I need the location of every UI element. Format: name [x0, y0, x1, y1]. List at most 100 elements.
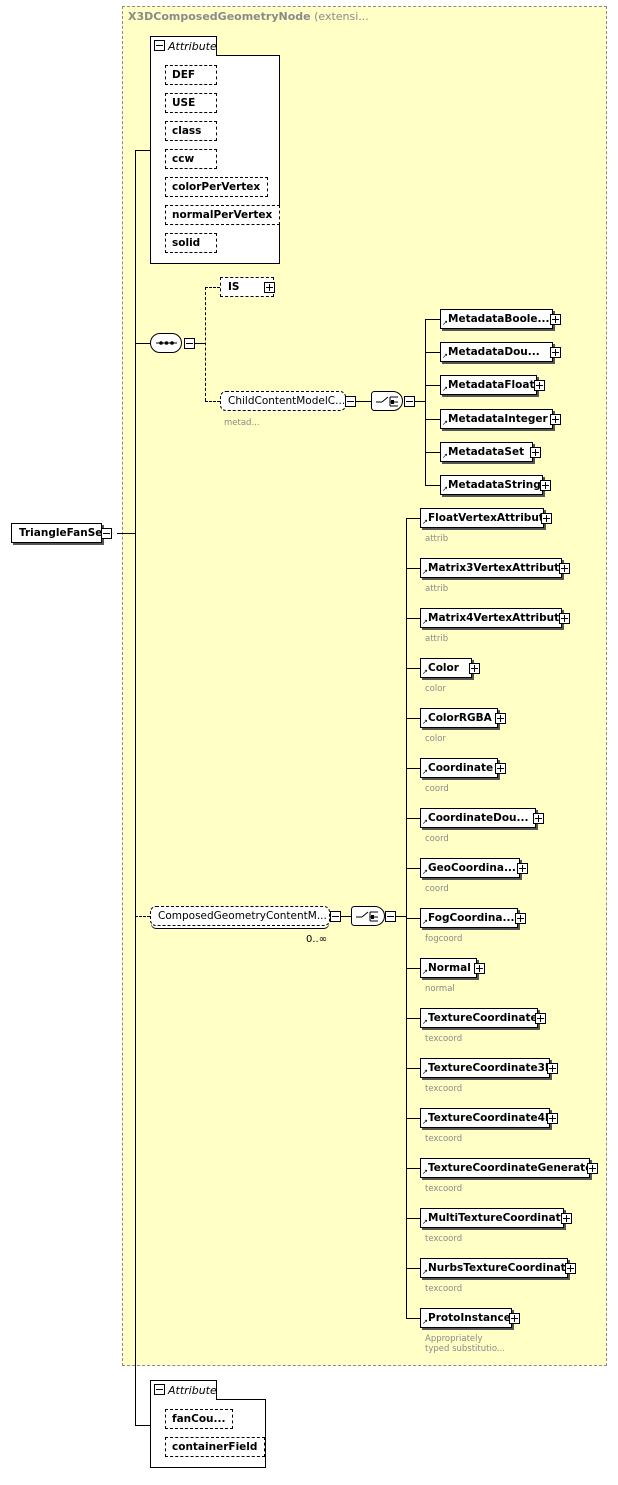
- collapse-icon[interactable]: [184, 338, 195, 349]
- attribute-item[interactable]: USE: [165, 93, 217, 113]
- composed-element[interactable]: TextureCoordinate4D↗: [420, 1108, 554, 1128]
- expand-icon[interactable]: [495, 763, 506, 774]
- metadata-connector: [425, 451, 440, 453]
- expand-icon[interactable]: [469, 663, 480, 674]
- composed-label: TextureCoordinate: [428, 1012, 538, 1024]
- expand-icon[interactable]: [541, 513, 552, 524]
- metadata-element[interactable]: MetadataDou...↗: [440, 342, 553, 363]
- composed-note: attrib: [425, 534, 449, 544]
- composed-element[interactable]: MultiTextureCoordinate↗: [420, 1208, 568, 1228]
- metadata-element[interactable]: MetadataBoole...↗: [440, 309, 553, 329]
- composed-connector: [406, 768, 420, 769]
- composed-note: texcoord: [425, 1234, 463, 1244]
- collapse-icon[interactable]: [330, 911, 341, 922]
- composed-element[interactable]: Coordinate↗: [420, 758, 498, 778]
- composed-element[interactable]: Matrix3VertexAttribute↗: [420, 558, 566, 578]
- choice1-out: [415, 401, 425, 402]
- expand-icon[interactable]: [509, 1313, 520, 1324]
- reference-arrow-icon: ↗: [422, 818, 428, 826]
- composed-element[interactable]: TextureCoordinate3D↗: [420, 1058, 554, 1078]
- composed-note: texcoord: [425, 1134, 463, 1144]
- expand-icon[interactable]: [547, 1063, 558, 1074]
- composed-element[interactable]: CoordinateDou...↗: [420, 808, 536, 828]
- attribute-item[interactable]: solid: [165, 233, 217, 253]
- collapse-icon[interactable]: [101, 528, 112, 539]
- expand-icon[interactable]: [474, 963, 485, 974]
- collapse-icon[interactable]: [154, 40, 165, 51]
- expand-icon[interactable]: [587, 1163, 598, 1174]
- attribute-item[interactable]: ccw: [165, 149, 217, 169]
- metadata-spine: [425, 319, 426, 485]
- attribute-tab-bottom[interactable]: Attribute: [150, 1380, 217, 1400]
- composed-element[interactable]: ColorRGBA↗: [420, 708, 498, 728]
- expand-icon[interactable]: [534, 380, 545, 392]
- composed-label: Matrix4VertexAttribute: [428, 612, 567, 624]
- metadata-connector: [425, 385, 440, 387]
- composed-label: Color: [428, 662, 459, 674]
- attribute-item[interactable]: class: [165, 121, 217, 141]
- sequence-compositor[interactable]: [150, 333, 182, 353]
- composed-element[interactable]: NurbsTextureCoordinate↗: [420, 1258, 573, 1278]
- composed-element[interactable]: TextureCoordinateGenerator↗: [420, 1158, 598, 1178]
- expand-icon[interactable]: [533, 813, 544, 824]
- composed-connector: [406, 868, 420, 869]
- expand-icon[interactable]: [540, 480, 551, 491]
- metadata-element[interactable]: MetadataSet↗: [440, 441, 533, 462]
- reference-arrow-icon: ↗: [442, 418, 448, 427]
- metadata-element[interactable]: MetadataFloat↗: [440, 375, 537, 396]
- composed-note: color: [425, 684, 446, 694]
- expand-icon[interactable]: [550, 314, 561, 325]
- expand-icon[interactable]: [535, 1013, 546, 1024]
- collapse-icon[interactable]: [404, 396, 415, 407]
- composed-connector: [406, 1318, 420, 1319]
- composed-element[interactable]: Normal↗: [420, 958, 477, 978]
- expand-icon[interactable]: [565, 1263, 576, 1274]
- to-child-group: [205, 401, 220, 402]
- metadata-element[interactable]: MetadataInteger↗: [440, 408, 553, 429]
- composed-content-group[interactable]: ComposedGeometryContentM...: [150, 906, 330, 926]
- composed-element[interactable]: TextureCoordinate↗: [420, 1008, 538, 1028]
- child-content-group[interactable]: ChildContentModelC...: [220, 391, 346, 411]
- collapse-icon[interactable]: [345, 396, 356, 407]
- attribute-item[interactable]: containerField: [165, 1437, 265, 1457]
- reference-arrow-icon: ↗: [422, 718, 428, 726]
- composed-element[interactable]: FogCoordina...↗: [420, 908, 518, 928]
- expand-icon[interactable]: [515, 913, 526, 924]
- metadata-element[interactable]: MetadataString↗: [440, 475, 543, 495]
- expand-icon[interactable]: [550, 347, 561, 359]
- composed-element[interactable]: Matrix4VertexAttribute↗: [420, 608, 566, 628]
- composed-label: Normal: [428, 962, 471, 974]
- expand-icon[interactable]: [559, 563, 570, 574]
- attribute-item[interactable]: fanCou...: [165, 1409, 233, 1429]
- metadata-connector: [425, 418, 440, 420]
- attribute-item[interactable]: DEF: [165, 65, 217, 85]
- composed-label: TextureCoordinate4D: [428, 1112, 554, 1124]
- composed-element[interactable]: Color↗: [420, 658, 472, 678]
- collapse-icon[interactable]: [385, 911, 396, 922]
- attribute-tab-top[interactable]: Attribute: [150, 36, 217, 56]
- choice-compositor[interactable]: [371, 391, 403, 411]
- expand-icon[interactable]: [530, 446, 541, 458]
- root-connector: [117, 533, 135, 534]
- expand-icon[interactable]: [264, 282, 275, 293]
- composed-element[interactable]: GeoCoordina...↗: [420, 858, 520, 878]
- root-element[interactable]: TriangleFanSet: [11, 523, 107, 543]
- composed-label: FogCoordina...: [428, 912, 515, 924]
- expand-icon[interactable]: [559, 613, 570, 624]
- expand-icon[interactable]: [550, 413, 561, 425]
- expand-icon[interactable]: [561, 1213, 572, 1224]
- composed-connector: [406, 568, 420, 569]
- expand-icon[interactable]: [547, 1113, 558, 1124]
- is-element[interactable]: IS: [220, 277, 274, 297]
- expand-icon[interactable]: [495, 713, 506, 724]
- attribute-item[interactable]: normalPerVertex: [165, 205, 280, 225]
- composed-element[interactable]: ProtoInstance↗: [420, 1308, 512, 1328]
- expand-icon[interactable]: [517, 863, 528, 874]
- composed-label: MultiTextureCoordinate: [428, 1212, 568, 1224]
- attribute-item[interactable]: colorPerVertex: [165, 177, 268, 197]
- choice-compositor[interactable]: [351, 906, 385, 926]
- composed-element[interactable]: FloatVertexAttribute↗: [420, 508, 551, 528]
- composed-label: CoordinateDou...: [428, 812, 529, 824]
- collapse-icon[interactable]: [154, 1384, 165, 1395]
